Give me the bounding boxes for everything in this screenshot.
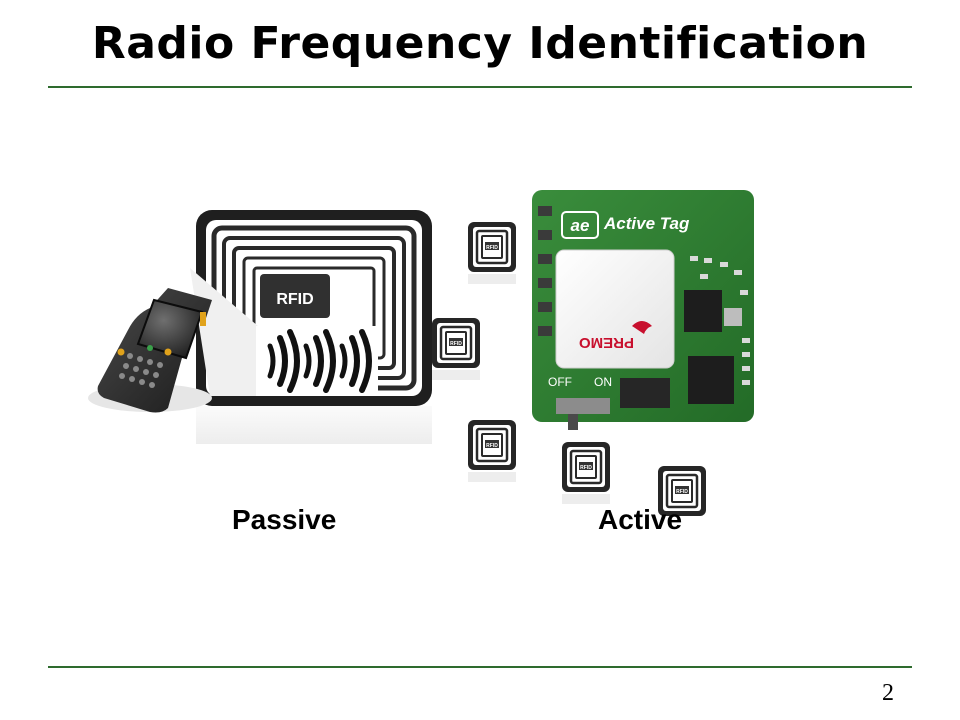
page-number: 2: [882, 680, 894, 706]
handheld-reader-icon: [88, 288, 212, 413]
small-rfid-tag: RFID: [562, 442, 610, 504]
svg-text:RFID: RFID: [580, 465, 592, 471]
footer-divider: [48, 666, 912, 668]
switch-off-label: OFF: [548, 375, 572, 389]
small-rfid-tag: RFID: [468, 420, 516, 482]
switch-on-label: ON: [594, 375, 612, 389]
brand-logo-icon: [632, 321, 652, 334]
svg-text:RFID: RFID: [486, 245, 498, 251]
chip-brand: PREMO: [579, 334, 634, 351]
svg-text:RFID: RFID: [676, 489, 688, 495]
radio-waves-icon: [256, 326, 378, 396]
title-divider: [48, 86, 912, 88]
small-rfid-tag: RFID: [432, 318, 480, 380]
large-tag-label: RFID: [276, 291, 313, 308]
active-rfid-tag-board: ae Active Tag PREMO OFF ON: [532, 190, 754, 430]
small-rfid-tag: RFID: [658, 466, 706, 516]
board-logo: ae: [571, 216, 590, 235]
svg-text:RFID: RFID: [450, 341, 462, 347]
svg-text:RFID: RFID: [486, 443, 498, 449]
small-rfid-tag: RFID: [468, 222, 516, 284]
slide-title: Radio Frequency Identification: [91, 18, 869, 69]
active-caption: Active: [598, 504, 683, 535]
board-label: Active Tag: [603, 214, 690, 233]
passive-caption: Passive: [232, 504, 337, 535]
power-switch: [568, 414, 578, 430]
